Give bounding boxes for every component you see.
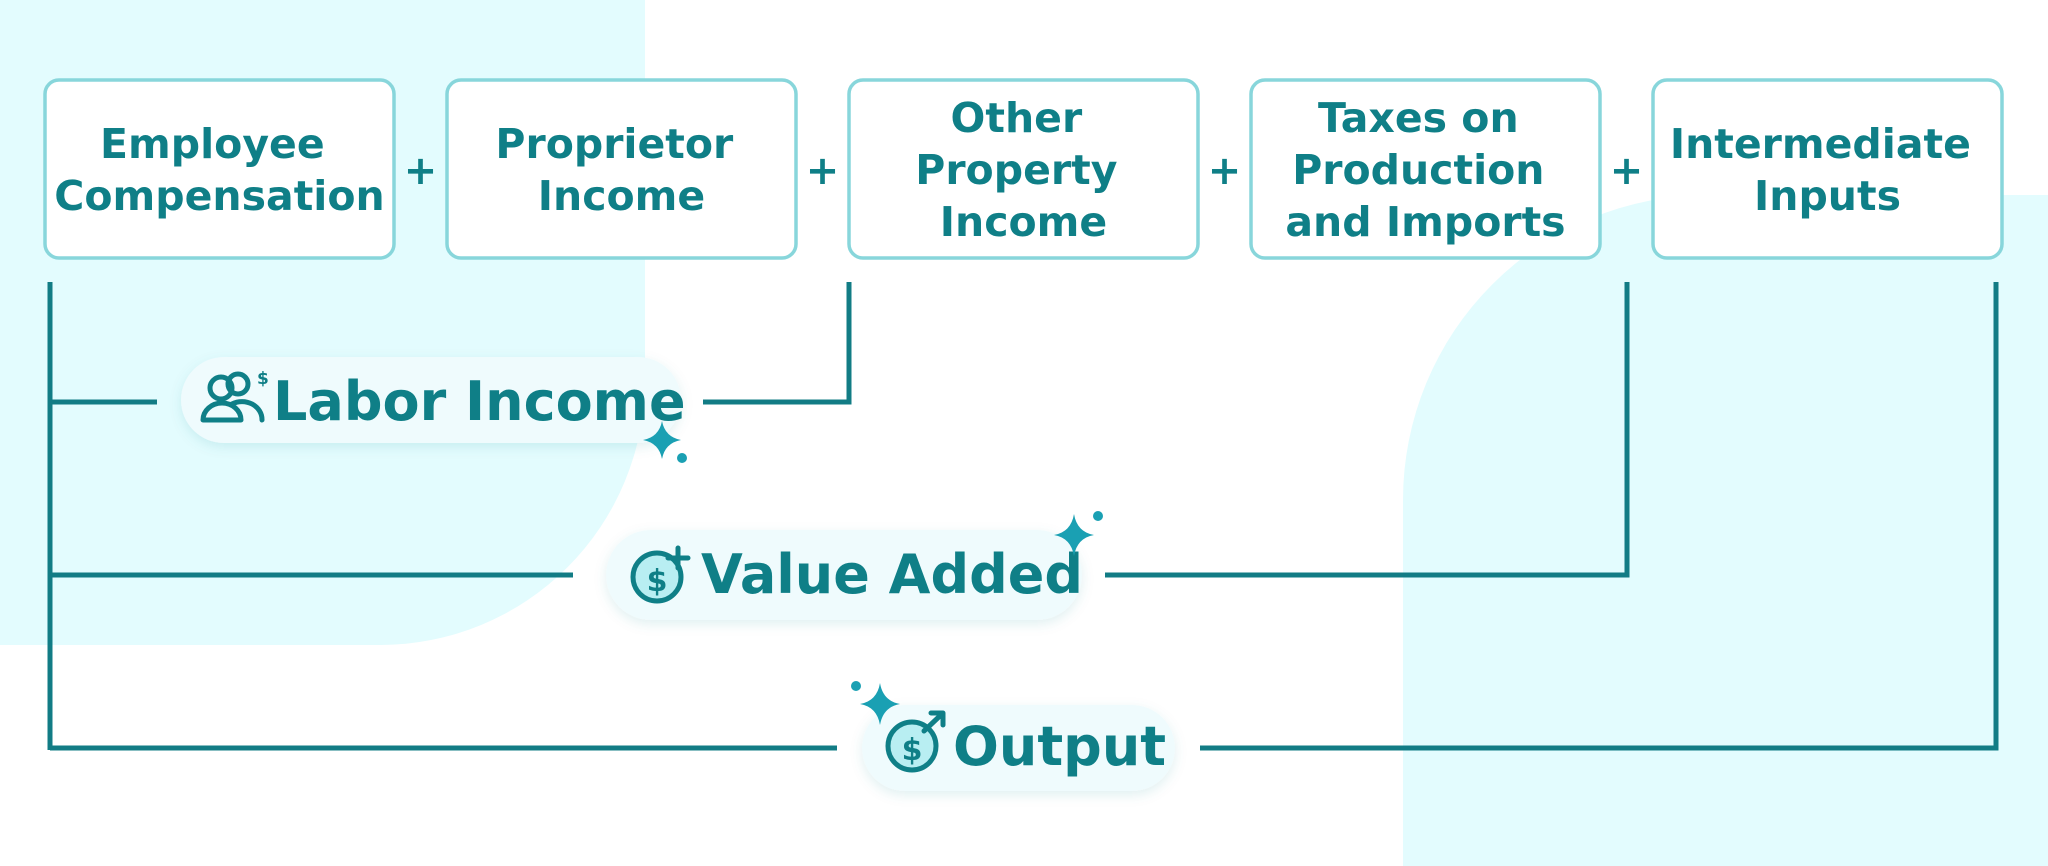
svg-text:$: $ [647,564,668,599]
connector-lines [47,282,1999,751]
component-box-intermediate-inputs: Intermediate Inputs [1651,78,2004,260]
component-box-other-property-income: Other Property Income [847,78,1200,260]
labor-income-connector-right [703,282,852,405]
component-label-line: Inputs [1754,172,1901,220]
sparkle-icon [1054,511,1103,556]
background-panel-right [1403,195,2048,866]
plus-sign: + [404,148,438,194]
component-label-line: Other [951,94,1083,142]
aggregate-output: $ Output [851,681,1175,791]
component-label-line: Production [1292,146,1544,194]
aggregate-value-added: $ Value Added [606,511,1103,620]
sparkle-icon [643,421,687,463]
component-label-line: Intermediate [1670,120,1971,168]
component-label-line: Property [915,146,1117,194]
component-box-proprietor-income: Proprietor Income [445,78,798,260]
plus-sign: + [806,148,840,194]
output-connector-right [1200,282,1999,751]
component-label-line: and Imports [1285,198,1565,246]
aggregate-label: Value Added [701,543,1083,606]
component-label: Other Property Income [915,94,1131,246]
dollar-plus-icon: $ [630,545,691,604]
plus-sign: + [1610,148,1644,194]
aggregate-label: Labor Income [273,370,686,433]
svg-text:$: $ [257,369,269,389]
svg-text:$: $ [902,733,923,768]
component-boxes: Employee Compensation Proprietor Income … [43,78,2004,260]
people-dollar-icon: $ [200,369,269,423]
component-label: Taxes on Production and Imports [1285,94,1565,246]
component-box-taxes-on-production-and-imports: Taxes on Production and Imports [1249,78,1602,260]
component-label: Proprietor Income [495,120,747,220]
aggregate-labor-income: $ Labor Income [181,357,687,463]
value-added-connector-right [1105,282,1630,578]
component-label-line: Employee [100,120,325,168]
plus-sign: + [1208,148,1242,194]
dollar-growth-icon: $ [885,710,946,773]
component-box-employee-compensation: Employee Compensation [43,78,396,260]
component-label-line: Proprietor [495,120,734,168]
component-label-line: Income [940,198,1107,246]
plus-operators: + + + + [404,148,1644,194]
sparkle-icon [851,681,900,725]
component-label-line: Taxes on [1318,94,1519,142]
component-label: Employee Compensation [54,120,384,220]
component-label: Intermediate Inputs [1670,120,1985,220]
component-label-line: Compensation [54,172,384,220]
component-label-line: Income [538,172,705,220]
aggregate-label: Output [953,715,1166,778]
